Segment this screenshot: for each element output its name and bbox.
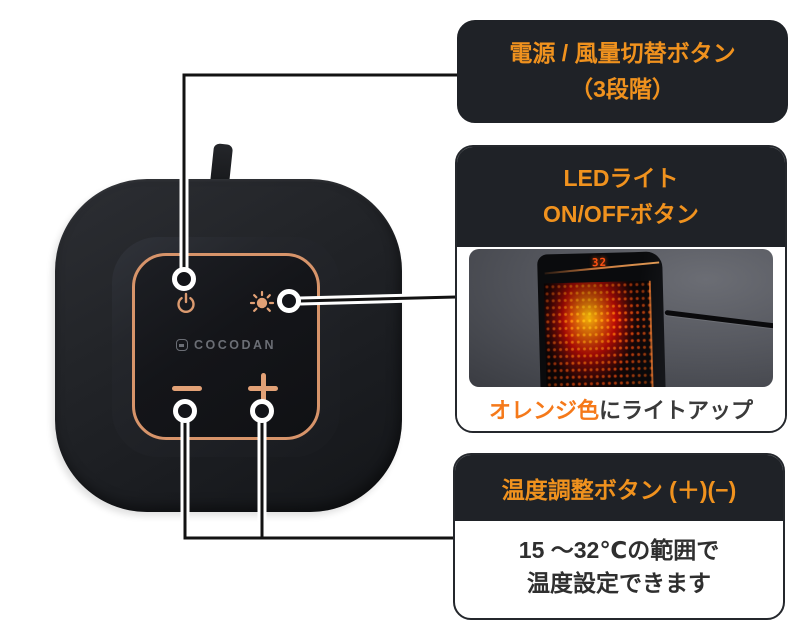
heater-tower: 32 (536, 251, 666, 387)
control-panel: COCODAN (132, 253, 320, 440)
led-photo-caption: オレンジ色にライトアップ (457, 387, 785, 431)
led-callout-line2: ON/OFFボタン (543, 201, 699, 227)
led-callout-header: LEDライト ON/OFFボタン (457, 147, 785, 247)
heater-photo: 32 (469, 249, 773, 387)
power-callout-line1: 電源 / 風量切替ボタン (509, 40, 736, 66)
led-light-button (248, 288, 276, 316)
led-callout-line1: LEDライト (563, 165, 679, 191)
led-light-icon (249, 290, 275, 312)
heater-photo-cord (664, 309, 773, 329)
plus-icon (260, 373, 266, 403)
power-icon (177, 292, 195, 313)
brand-name: COCODAN (193, 338, 277, 352)
heater-mesh-glow (543, 280, 655, 387)
temperature-display: 32 (591, 255, 608, 270)
power-callout-line2: （3段階） (570, 76, 675, 102)
caption-highlight: オレンジ色 (488, 398, 599, 423)
temp-plus-button (248, 373, 278, 403)
temp-callout-box: 温度調整ボタン (＋)(−) 15 ～32℃の範囲で 温度設定できます (453, 453, 785, 620)
temp-minus-button (172, 386, 202, 391)
temp-body-line1: 15 ～32℃の範囲で (518, 537, 720, 563)
temp-body-line2: 温度設定できます (527, 570, 711, 596)
power-button (174, 291, 198, 315)
brand-logo: COCODAN (135, 337, 317, 353)
led-callout-box: LEDライト ON/OFFボタン 32 オレンジ色にライトアップ (455, 145, 787, 433)
temp-callout-body: 15 ～32℃の範囲で 温度設定できます (455, 521, 783, 600)
caption-rest: にライトアップ (599, 398, 754, 423)
power-callout-box: 電源 / 風量切替ボタン （3段階） (457, 20, 788, 123)
temp-callout-header: 温度調整ボタン (＋)(−) (455, 455, 783, 521)
brand-glyph-icon (175, 339, 188, 351)
